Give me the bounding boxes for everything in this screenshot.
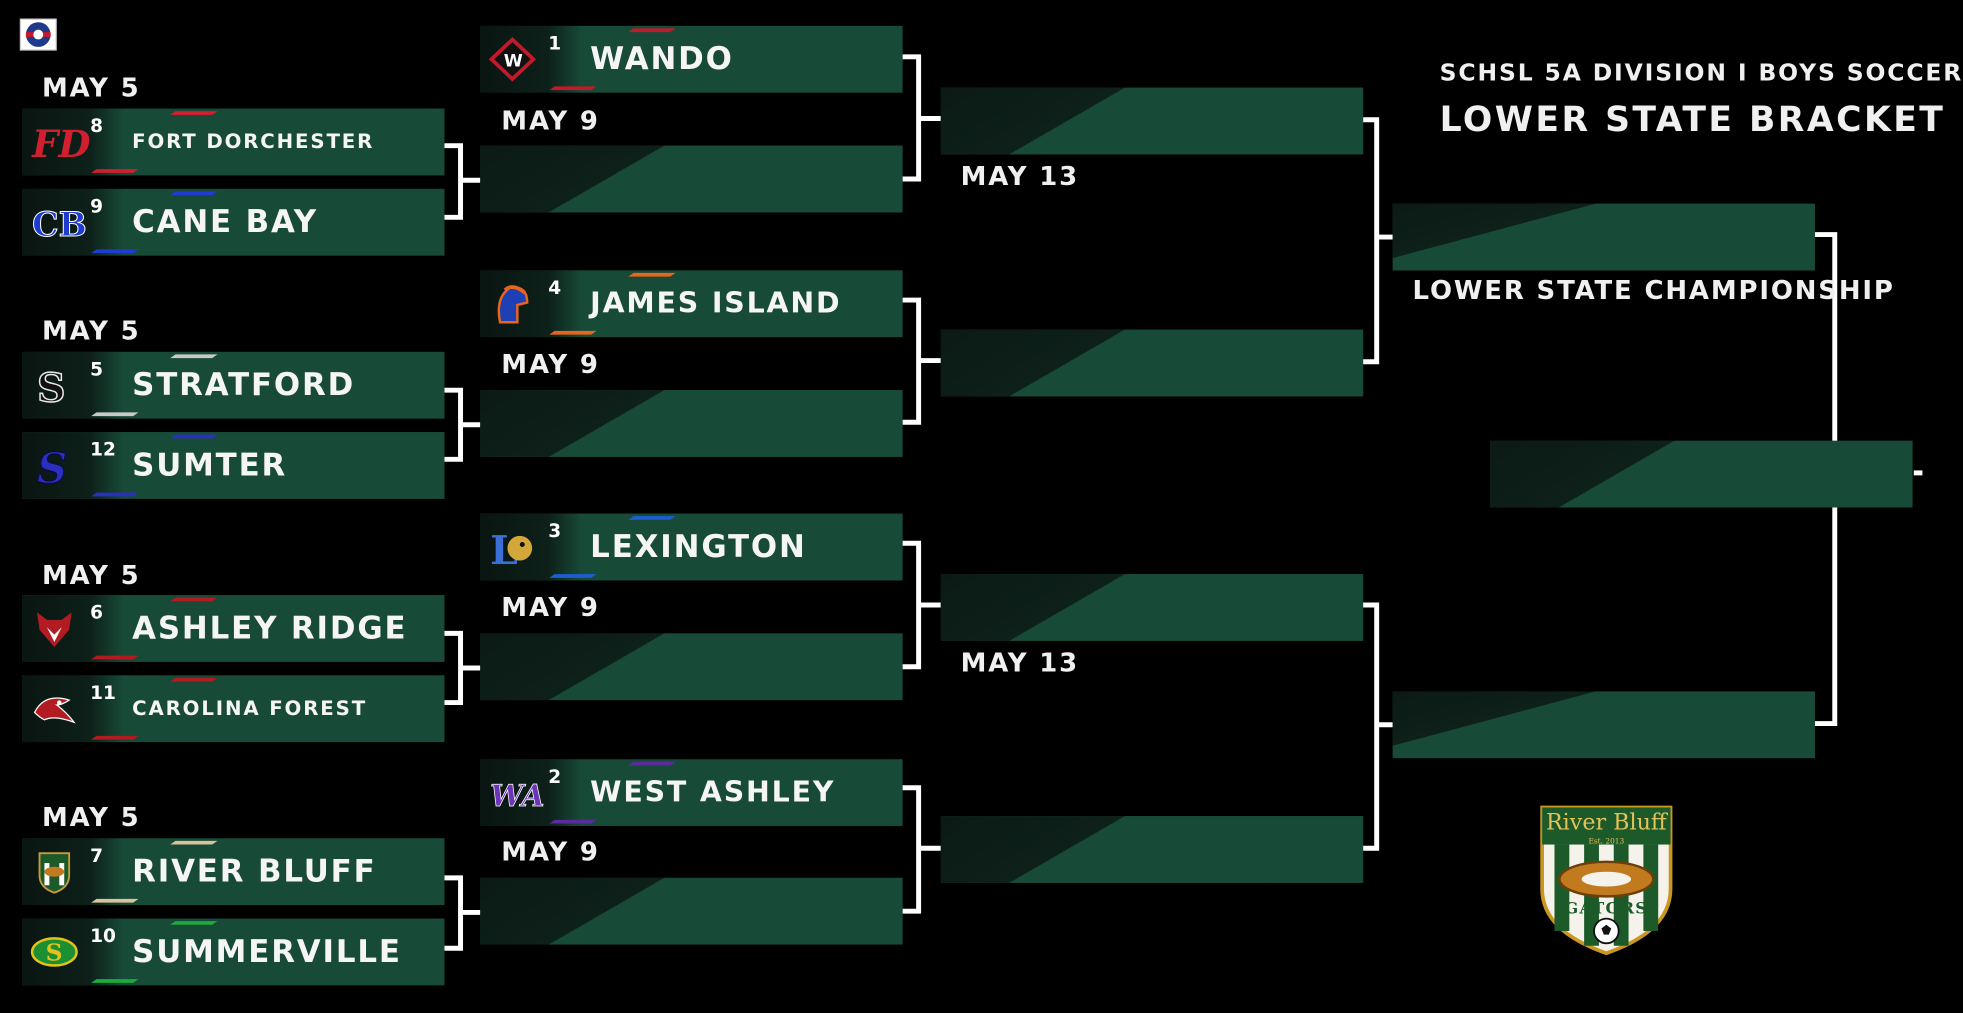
river-bluff-logo-icon: [30, 848, 79, 895]
round2-slot-empty-4[interactable]: [480, 877, 903, 945]
schsl-logo-icon: [19, 18, 57, 51]
team-name: FORT DORCHESTER: [132, 129, 375, 154]
wando-logo-icon: W: [488, 36, 537, 83]
svg-text:S: S: [46, 939, 63, 967]
round2-date-4: MAY 9: [501, 837, 600, 867]
team-slot-river-bluff[interactable]: 7 RIVER BLUFF: [22, 838, 445, 906]
team-name: SUMTER: [132, 446, 288, 483]
team-slot-fort-dorchester[interactable]: FD 8 FORT DORCHESTER: [22, 108, 445, 176]
seed-number: 5: [90, 358, 104, 381]
team-slot-carolina-forest[interactable]: 11 CAROLINA FOREST: [22, 675, 445, 743]
team-slot-west-ashley[interactable]: WA 2 WEST ASHLEY: [480, 759, 903, 827]
round3-date-2: MAY 13: [960, 648, 1079, 678]
champion-slot[interactable]: [1490, 440, 1913, 508]
seed-number: 7: [90, 844, 104, 867]
west-ashley-logo-icon: WA: [488, 769, 545, 816]
team-name: CANE BAY: [132, 203, 318, 240]
round3-slot-1[interactable]: [940, 87, 1364, 155]
team-slot-stratford[interactable]: S 5 STRATFORD: [22, 351, 445, 419]
seed-number: 8: [90, 114, 104, 138]
team-name: SUMMERVILLE: [132, 933, 402, 970]
seed-number: 12: [90, 438, 116, 461]
team-name: STRATFORD: [132, 366, 356, 403]
semifinal-slot-2[interactable]: [1392, 691, 1816, 759]
round2-slot-empty-2[interactable]: [480, 390, 903, 457]
summerville-logo-icon: S: [30, 928, 79, 975]
team-name: CAROLINA FOREST: [132, 696, 368, 720]
round1-date-3: MAY 5: [41, 560, 141, 591]
svg-text:CB: CB: [32, 205, 87, 244]
svg-text:S: S: [37, 365, 66, 411]
round2-date-2: MAY 9: [501, 349, 600, 380]
seed-number: 11: [90, 681, 116, 704]
cane-bay-logo-icon: CB: [30, 199, 88, 246]
team-name: RIVER BLUFF: [132, 853, 377, 889]
lower-state-championship-label: LOWER STATE CHAMPIONSHIP: [1412, 275, 1895, 305]
svg-text:S: S: [37, 444, 67, 493]
svg-text:FD: FD: [31, 122, 90, 166]
team-name: ASHLEY RIDGE: [132, 609, 408, 646]
team-name: JAMES ISLAND: [590, 287, 842, 320]
team-name: WANDO: [590, 40, 734, 77]
round1-date-4: MAY 5: [41, 802, 141, 833]
team-slot-sumter[interactable]: S 12 SUMTER: [22, 432, 445, 499]
round2-slot-empty-1[interactable]: [480, 145, 903, 213]
seed-number: 1: [548, 32, 562, 55]
round3-slot-4[interactable]: [940, 816, 1364, 883]
seed-number: 3: [548, 519, 562, 543]
seed-number: 4: [548, 276, 562, 299]
round2-date-3: MAY 9: [501, 592, 600, 623]
lexington-logo-icon: L: [488, 524, 537, 574]
svg-text:WA: WA: [490, 778, 544, 813]
semifinal-slot-1[interactable]: [1392, 203, 1816, 271]
team-slot-wando[interactable]: W 1 WANDO: [480, 25, 903, 93]
round3-slot-3[interactable]: [940, 574, 1364, 641]
stratford-logo-icon: S: [30, 362, 79, 412]
james-island-logo-icon: [488, 280, 537, 327]
round2-date-1: MAY 9: [501, 106, 600, 136]
river-bluff-crest-logo: River Bluff Est. 2013 GATORS: [1537, 803, 1675, 956]
crest-est-text: Est. 2013: [1588, 837, 1625, 846]
seed-number: 2: [548, 765, 562, 788]
team-slot-james-island[interactable]: 4 JAMES ISLAND: [480, 270, 903, 338]
team-name: LEXINGTON: [590, 528, 807, 565]
carolina-forest-logo-icon: [30, 685, 79, 732]
round1-date-1: MAY 5: [41, 72, 141, 103]
bracket-title-line2: LOWER STATE BRACKET: [1439, 98, 1946, 140]
round1-date-2: MAY 5: [41, 316, 141, 346]
svg-text:W: W: [504, 52, 523, 72]
team-slot-lexington[interactable]: L 3 LEXINGTON: [480, 513, 903, 581]
round2-slot-empty-3[interactable]: [480, 633, 903, 701]
seed-number: 9: [90, 195, 104, 218]
ashley-ridge-logo-icon: [30, 605, 79, 652]
crest-name-text: River Bluff: [1545, 809, 1667, 836]
team-slot-cane-bay[interactable]: CB 9 CANE BAY: [22, 188, 445, 256]
team-name: WEST ASHLEY: [590, 776, 836, 809]
seed-number: 6: [90, 601, 104, 624]
round3-slot-2[interactable]: [940, 329, 1364, 397]
sumter-logo-icon: S: [30, 442, 79, 493]
seed-number: 10: [90, 924, 116, 948]
fort-dorchester-logo-icon: FD: [30, 119, 90, 166]
team-slot-summerville[interactable]: S 10 SUMMERVILLE: [22, 918, 445, 986]
bracket-title-line1: SCHSL 5A DIVISION I BOYS SOCCER: [1439, 59, 1963, 87]
crest-mascot-text: GATORS: [1564, 900, 1649, 919]
round3-date-1: MAY 13: [960, 161, 1079, 192]
team-slot-ashley-ridge[interactable]: 6 ASHLEY RIDGE: [22, 595, 445, 662]
